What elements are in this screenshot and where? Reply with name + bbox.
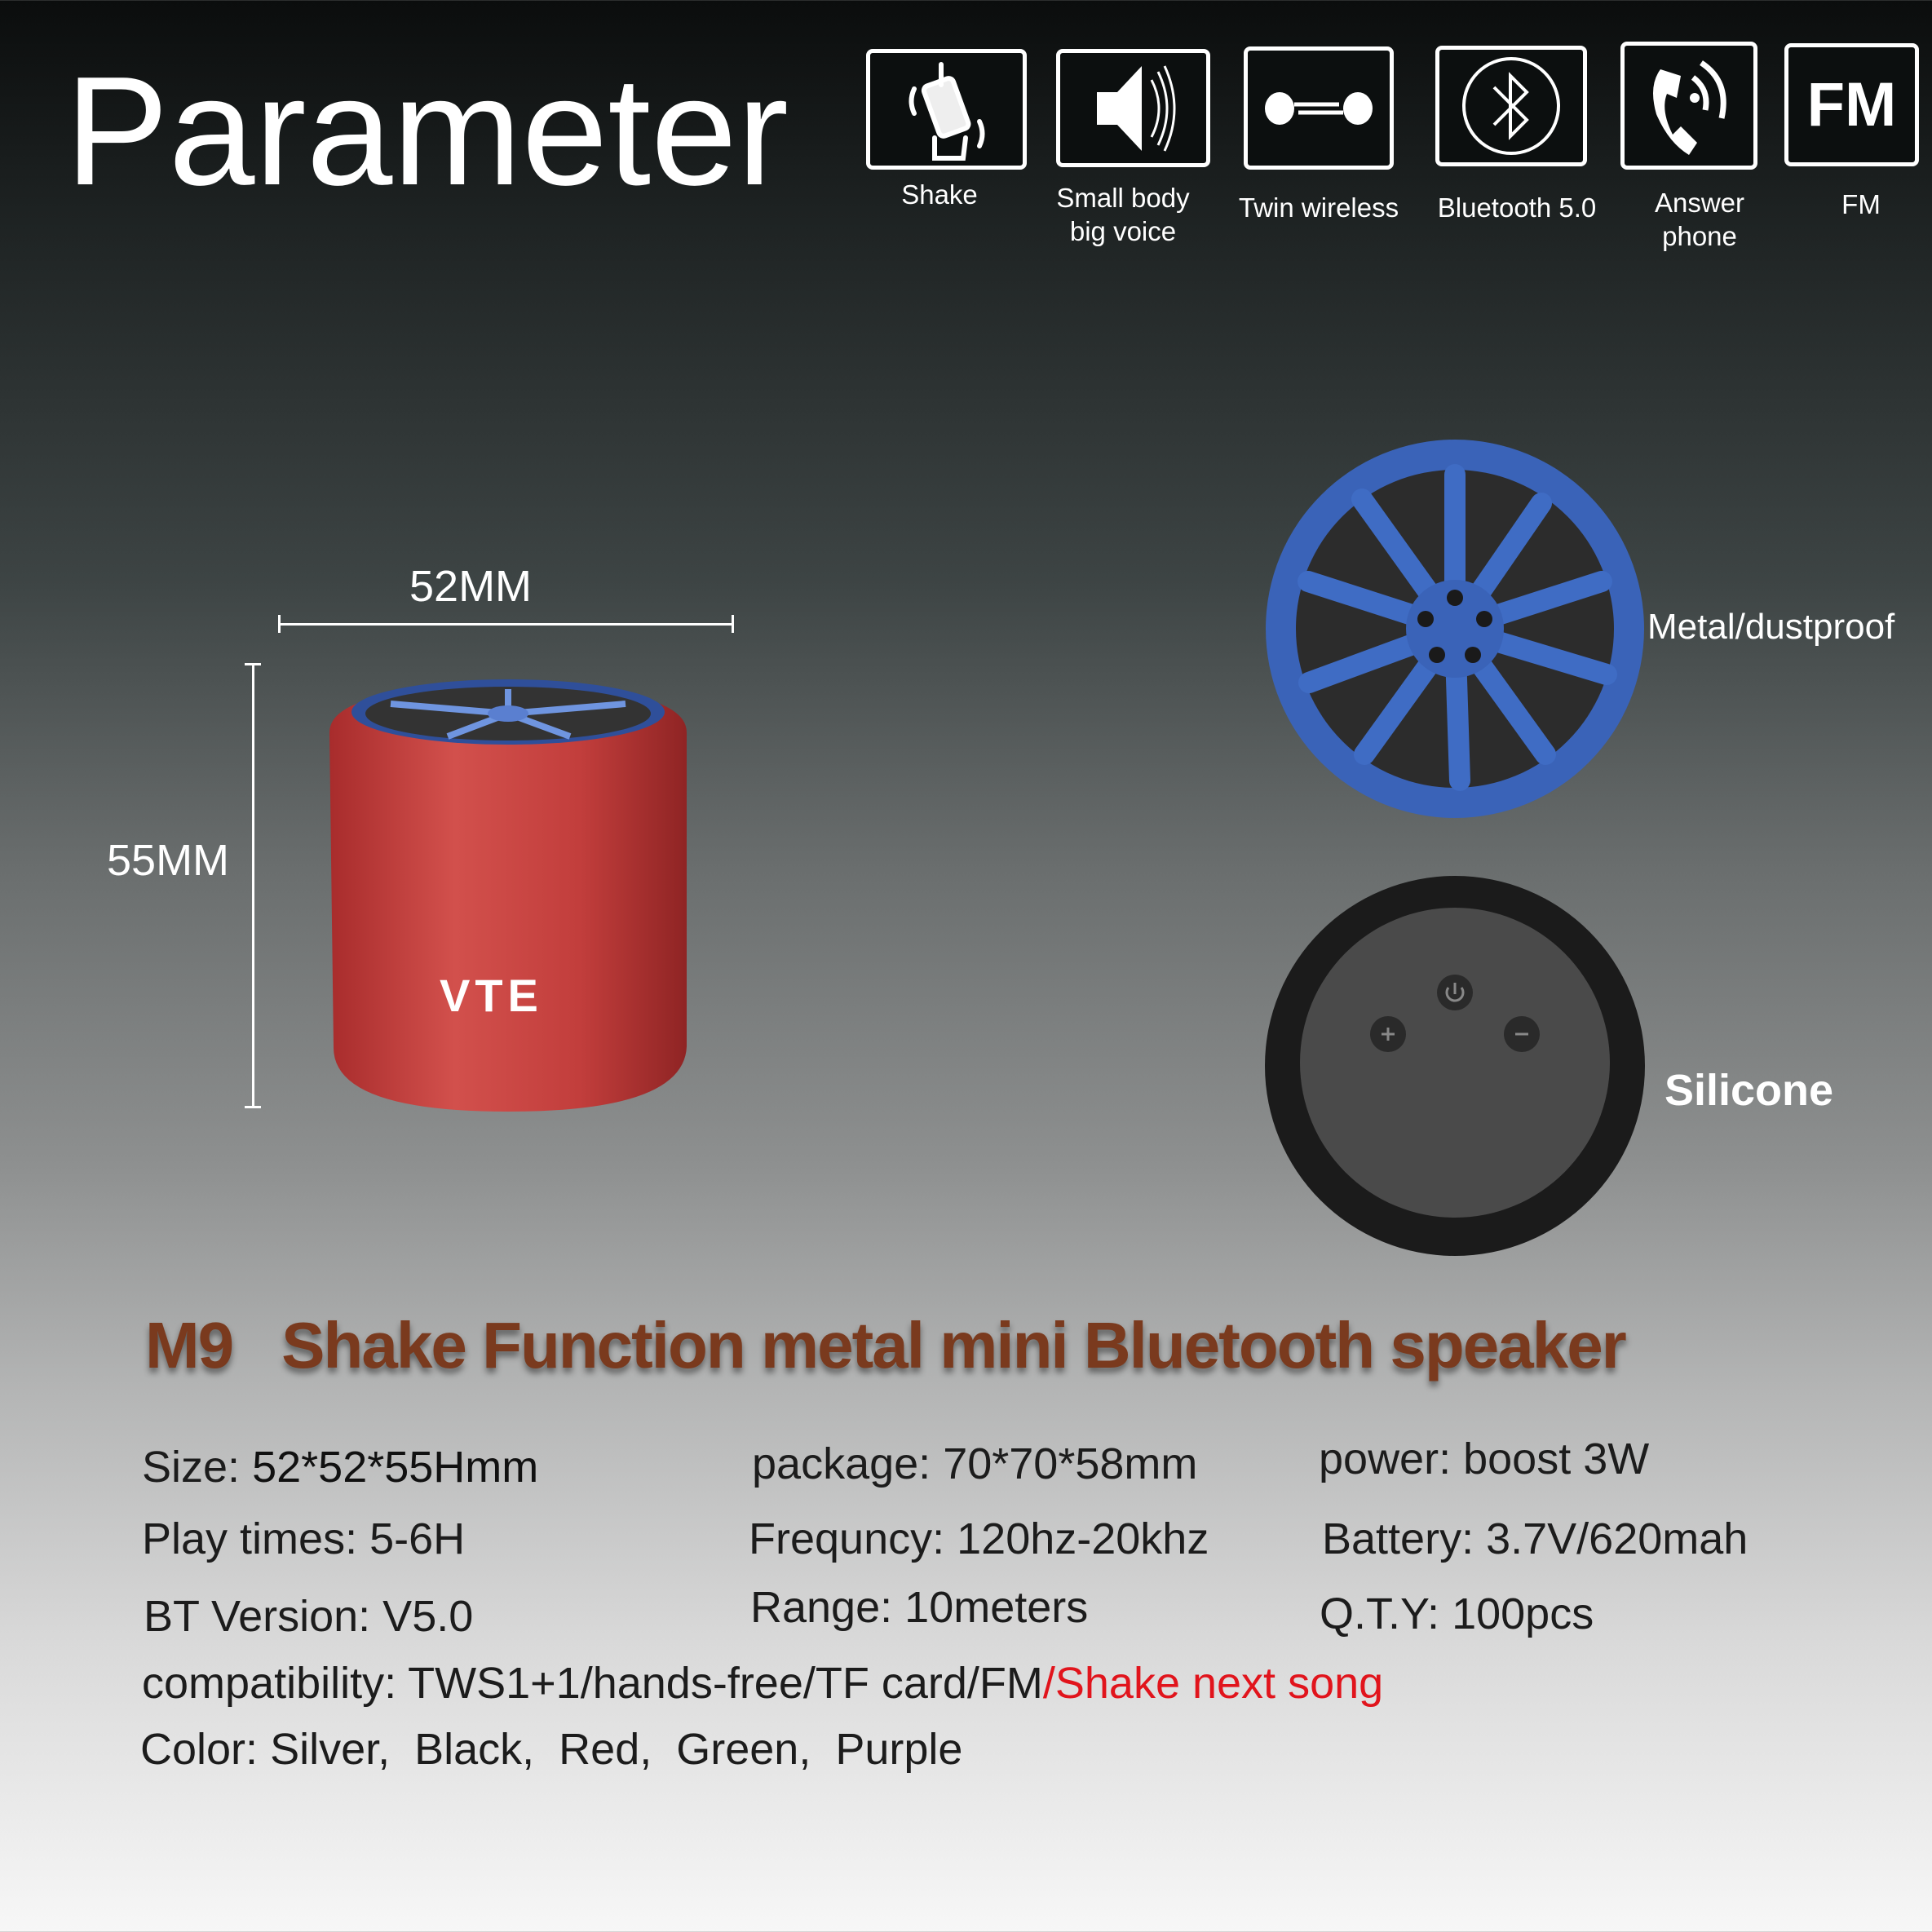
metal-grille-image	[1264, 438, 1646, 820]
spec-compatibility: compatibility: TWS1+1/hands-free/TF card…	[142, 1658, 1383, 1709]
spec-value: 10meters	[904, 1583, 1089, 1632]
spec-value: 70*70*58mm	[943, 1439, 1198, 1488]
spec-value: 100pcs	[1452, 1589, 1594, 1638]
width-dimension-tick	[278, 615, 281, 633]
spec-bt-version: BT Version: V5.0	[144, 1591, 473, 1642]
twin-wireless-icon	[1244, 46, 1394, 170]
height-dimension-tick	[245, 1106, 261, 1108]
spec-label: package:	[752, 1439, 931, 1488]
speaker-product-image: VTE	[325, 671, 691, 1116]
feature-label-twin-wireless: Twin wireless	[1238, 192, 1399, 223]
width-dimension-line	[278, 623, 734, 626]
spec-qty: Q.T.Y: 100pcs	[1320, 1589, 1594, 1639]
fm-glyph: FM	[1806, 70, 1897, 139]
speaker-icon	[1056, 49, 1210, 167]
spec-play-times: Play times: 5-6H	[142, 1514, 465, 1564]
callout-silicone: Silicone	[1665, 1066, 1834, 1115]
spec-label: Color:	[140, 1725, 259, 1774]
width-dimension-label: 52MM	[409, 562, 533, 611]
feature-label-fm: FM	[1841, 189, 1881, 219]
spec-size: Size: 52*52*55Hmm	[142, 1442, 538, 1492]
spec-label: Size:	[142, 1443, 241, 1492]
spec-value: Silver, Black, Red, Green, Purple	[270, 1725, 963, 1774]
height-dimension-label: 55MM	[107, 836, 230, 885]
feature-label-answer-phone: Answer phone	[1654, 188, 1745, 252]
spec-package: package: 70*70*58mm	[752, 1439, 1197, 1489]
feature-label-shake: Shake	[901, 179, 978, 210]
shake-icon	[866, 49, 1027, 170]
spec-label: Q.T.Y:	[1320, 1589, 1440, 1638]
spec-color: Color: Silver, Black, Red, Green, Purple	[140, 1724, 962, 1775]
spec-highlight: /Shake next song	[1042, 1659, 1384, 1708]
callout-metal-dustproof: Metal/dustproof	[1647, 607, 1895, 647]
spec-label: Range:	[750, 1583, 893, 1632]
spec-power: power: boost 3W	[1319, 1434, 1649, 1484]
spec-label: compatibility:	[142, 1659, 397, 1708]
page-title: Parameter	[65, 45, 789, 218]
feature-label-small-body: Small body big voice	[1056, 183, 1190, 247]
height-dimension-tick	[245, 663, 261, 665]
product-name: Shake Function metal mini Bluetooth spea…	[281, 1309, 1627, 1382]
silicone-base-image	[1264, 875, 1646, 1257]
spec-label: power:	[1319, 1435, 1452, 1483]
brand-logo: VTE	[440, 970, 543, 1021]
spec-value: 52*52*55Hmm	[252, 1443, 539, 1492]
spec-label: BT Version:	[144, 1592, 371, 1641]
bluetooth-icon	[1435, 46, 1587, 166]
height-dimension-line	[252, 663, 254, 1107]
phone-icon	[1620, 42, 1757, 170]
product-heading: M9 Shake Function metal mini Bluetooth sp…	[145, 1308, 1627, 1383]
spec-label: Frequncy:	[749, 1514, 945, 1563]
feature-label-bluetooth: Bluetooth 5.0	[1437, 192, 1597, 223]
spec-range: Range: 10meters	[750, 1582, 1088, 1633]
spec-label: Battery:	[1322, 1514, 1474, 1563]
spec-battery: Battery: 3.7V/620mah	[1322, 1514, 1748, 1564]
spec-value: TWS1+1/hands-free/TF card/FM	[408, 1659, 1043, 1708]
model-name: M9	[145, 1309, 234, 1382]
spec-value: 3.7V/620mah	[1486, 1514, 1749, 1563]
spec-label: Play times:	[142, 1514, 358, 1563]
spec-value: boost 3W	[1463, 1435, 1650, 1483]
fm-icon: FM	[1784, 43, 1919, 166]
spec-value: V5.0	[382, 1592, 474, 1641]
spec-value: 120hz-20khz	[957, 1514, 1209, 1563]
width-dimension-tick	[732, 615, 734, 633]
spec-value: 5-6H	[369, 1514, 466, 1563]
spec-frequency: Frequncy: 120hz-20khz	[749, 1514, 1209, 1564]
